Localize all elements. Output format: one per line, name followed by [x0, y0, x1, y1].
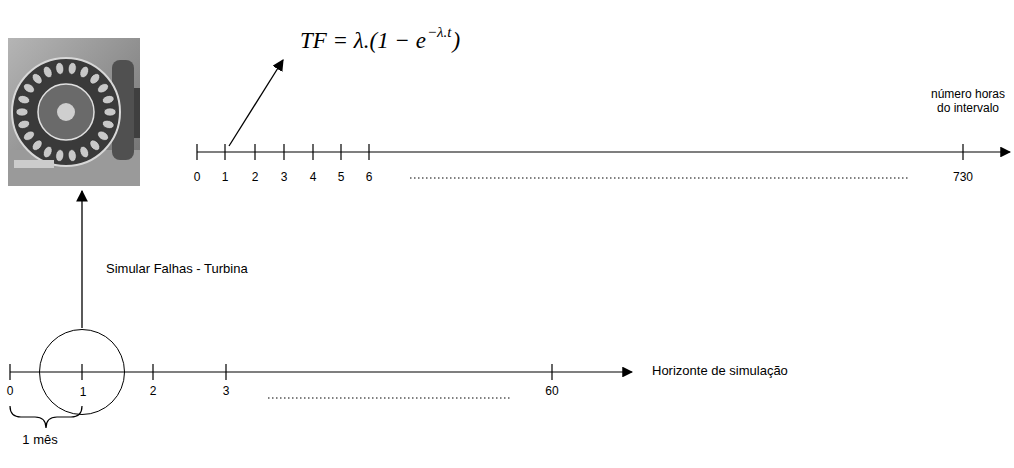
runner-bucket: [78, 145, 90, 159]
axis-tick: [962, 144, 963, 160]
tick-label: 1: [222, 171, 229, 185]
photo-ground: [8, 38, 140, 186]
runner-hub: [57, 103, 75, 121]
interval-ticks: [197, 144, 963, 160]
tick-label: 6: [366, 171, 373, 185]
tick-label: 60: [545, 385, 558, 399]
simulate-arrow: [81, 191, 82, 328]
runner-bucket: [88, 138, 102, 152]
runner-bucket: [101, 119, 115, 130]
runner-bucket: [55, 149, 65, 162]
simulation-ticks: [10, 364, 552, 380]
runner-bucket: [42, 65, 54, 79]
axis-tick: [9, 364, 10, 380]
runner-bucket: [30, 138, 44, 152]
axis-tick: [283, 144, 284, 160]
tick-label: 0: [7, 385, 14, 399]
runner-bucket: [78, 65, 90, 79]
runner-disc: [38, 84, 94, 140]
axis-title: Horizonte de simulação: [652, 364, 788, 379]
runner-buckets: [16, 62, 116, 162]
formula: TF = λ.(1 − e: [300, 28, 426, 54]
runner-bucket: [104, 108, 116, 116]
simulation-axis: [10, 371, 632, 372]
runner-bucket: [42, 145, 54, 159]
tick-label: 2: [252, 171, 259, 185]
axis-tick: [340, 144, 341, 160]
turbine-photo: [8, 38, 140, 186]
runner-bucket: [67, 62, 77, 75]
dotted-continuation: [268, 398, 510, 399]
runner-bucket: [17, 94, 31, 105]
photo-detail: [14, 160, 54, 168]
runner-wheel: [12, 58, 120, 166]
runner-bucket: [17, 119, 31, 130]
runner-bucket: [30, 72, 44, 86]
axis-tick: [368, 144, 369, 160]
axis-tick: [254, 144, 255, 160]
tick-label: 1: [80, 386, 87, 400]
formula: ): [453, 28, 461, 54]
axis-title: número horas do intervalo: [926, 88, 1010, 116]
tick-label: 730: [953, 171, 973, 185]
month-brace: [10, 406, 82, 428]
runner-bucket: [16, 108, 28, 116]
tick-label: 3: [223, 385, 230, 399]
brace-label: 1 mês: [22, 433, 57, 448]
runner-bucket: [22, 82, 36, 95]
runner-bucket: [101, 94, 115, 105]
tick-label: 4: [310, 171, 317, 185]
axis-tick: [312, 144, 313, 160]
tick-label: 5: [338, 171, 345, 185]
tick-label: 3: [281, 171, 288, 185]
axis-tick: [196, 144, 197, 160]
axis-tick: [152, 364, 153, 380]
dotted-continuation: [410, 178, 910, 179]
period-circle: 1: [39, 329, 125, 415]
runner-bucket: [67, 149, 77, 162]
tick-label: 2: [150, 385, 157, 399]
interval-axis: [197, 151, 1010, 152]
runner-bucket: [55, 62, 65, 75]
tick-label: 0: [194, 171, 201, 185]
runner-bucket: [96, 82, 110, 95]
axis-tick: [81, 364, 82, 380]
step-label: Simular Falhas - Turbina: [106, 262, 248, 277]
runner-bucket: [96, 129, 110, 142]
formula-pointer: [229, 60, 283, 146]
formula-exponent: −λ.t: [427, 24, 452, 41]
runner-bucket: [22, 129, 36, 142]
axis-tick: [225, 364, 226, 380]
axis-tick: [551, 364, 552, 380]
runner-bucket: [88, 72, 102, 86]
axis-tick: [224, 144, 225, 160]
